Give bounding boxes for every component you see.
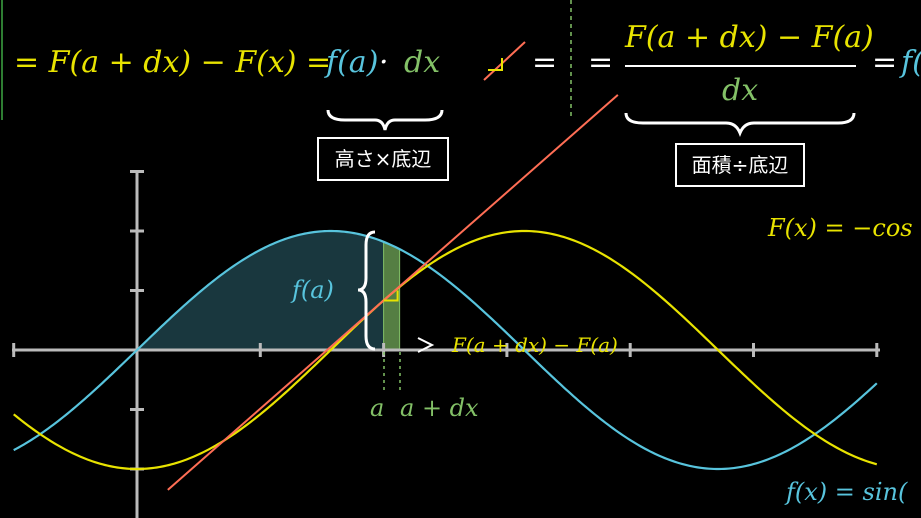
equation-dx: dx <box>404 45 440 80</box>
label-area-div-base: 面積÷底辺 <box>692 153 789 177</box>
slope-triangle-marker <box>383 290 399 302</box>
curve-F-negcos <box>13 229 878 471</box>
equation-equals-right: = <box>872 45 897 80</box>
axes-layer <box>12 170 880 518</box>
equation-equals-left: = <box>588 45 613 80</box>
shaded-area-under-f <box>137 231 384 350</box>
label-tick-a-dx: a + dx <box>400 394 479 422</box>
curves-layer <box>13 94 878 491</box>
equation-equals-mid: = <box>532 45 557 80</box>
label-F-def: F(x) = −cos <box>767 214 913 242</box>
equation-dot: · <box>379 45 389 80</box>
equation-part1: = F(a + dx) − F(x) = <box>14 45 331 80</box>
tangent-line <box>167 94 619 491</box>
shaded-area-layer <box>137 231 384 350</box>
label-f-def: f(x) = sin( <box>784 478 908 506</box>
label-f-of-a: f(a) <box>290 276 334 304</box>
label-delta-F: F(a + dx) − F(a) <box>451 333 618 357</box>
brace-under-fraction <box>624 112 856 138</box>
equation-fa: f(a) <box>324 45 378 80</box>
arrow-to-delta-F-icon <box>417 337 435 353</box>
brace-under-fa-dx <box>326 109 444 131</box>
fraction-numerator: F(a + dx) − F(a) <box>624 20 874 55</box>
slope-triangle-icon <box>483 41 526 81</box>
brace-f-of-a <box>357 230 376 351</box>
label-box-area-div-base <box>675 143 805 187</box>
equation-top: = F(a + dx) − F(x) = f(a) · dx = = F(a +… <box>14 0 921 118</box>
label-height-times-base: 高さ×底辺 <box>335 147 432 171</box>
equation-right-cut: f( <box>899 45 921 80</box>
curve-f-sin <box>13 229 878 471</box>
label-tick-a: a <box>370 394 384 422</box>
fraction-denominator: dx <box>722 73 758 108</box>
label-box-height-times-base <box>317 137 449 181</box>
